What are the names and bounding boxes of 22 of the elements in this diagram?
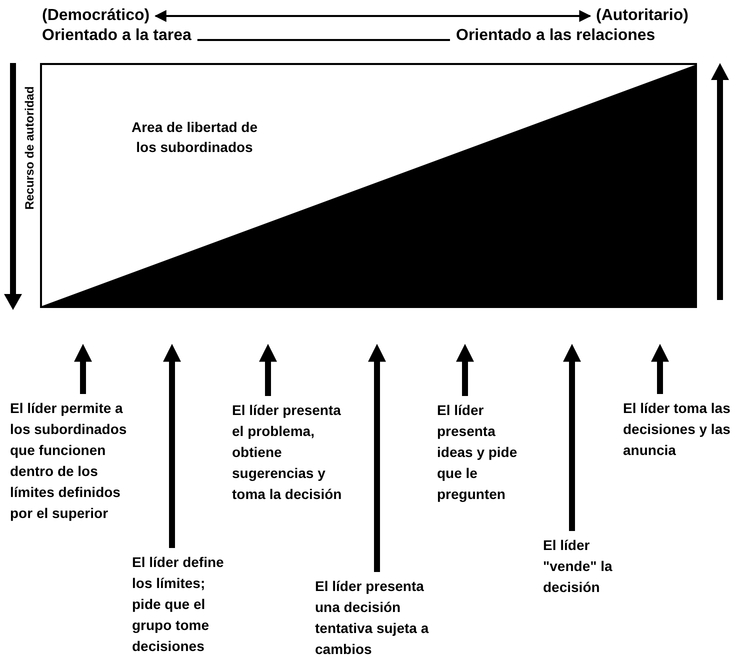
behavior-label: El líder toma las decisiones y las anuncia [623,398,731,461]
arrow [563,344,581,531]
behavior-label: El líder define los límites; pide que el grupo tome decisiones [132,552,237,657]
arrow [154,10,592,22]
behavior-label: El líder presenta ideas y pide que le pregunten [437,400,532,505]
connector-line [197,39,450,41]
behavior-label: El líder permite a los subordinados que funcionen dentro de los límites definidos por el superior [10,398,140,524]
behavior-label: El líder presenta una decisión tentativa sujeta a cambios [315,576,450,659]
scale-label: (Democrático) [42,6,150,26]
arrow [74,344,92,394]
behavior-label: El líder presenta el problema, obtiene sugerencias y toma la decisión [232,400,350,505]
scale-label: Orientado a la tarea [42,26,192,46]
arrow [163,344,181,548]
arrow [259,344,277,396]
scale-label: Orientado a las relaciones [456,26,656,46]
arrow [456,344,474,396]
area-label: Area de libertad de los subordinados [130,118,259,157]
axis-label: Recurso de autoridad [23,86,37,210]
arrow [368,344,386,572]
arrow [651,344,669,394]
behavior-label: El líder "vende" la decisión [543,535,621,598]
scale-label: (Autoritario) [596,6,688,26]
